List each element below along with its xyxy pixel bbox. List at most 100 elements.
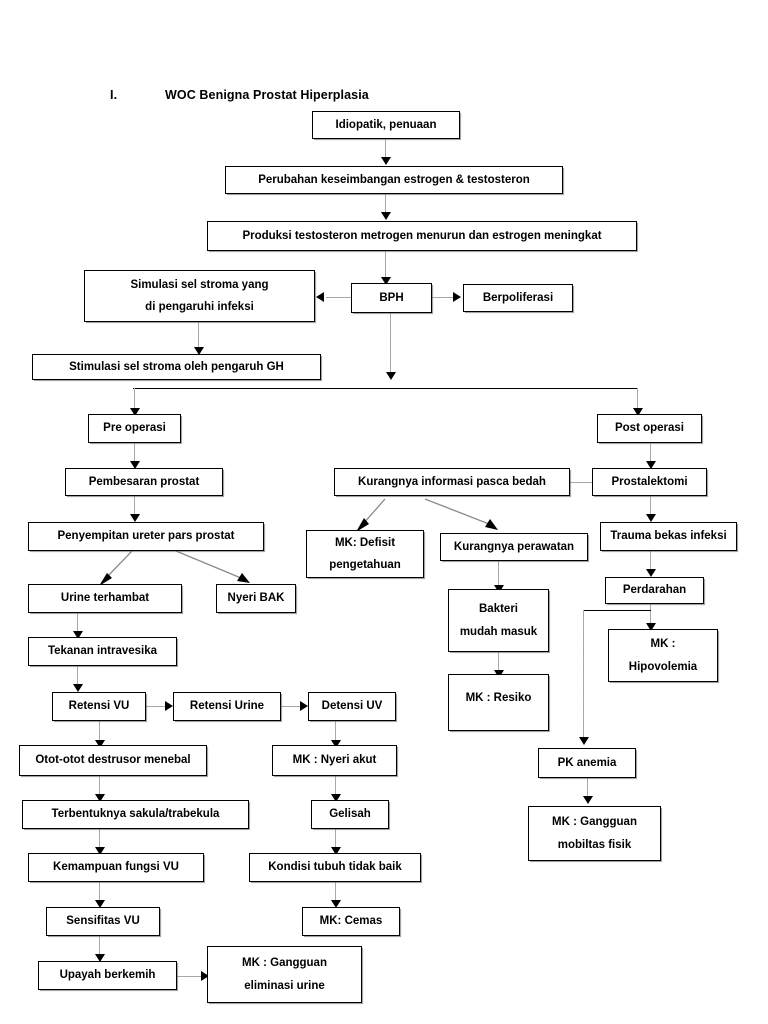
- node-kemampuan-fungsi-vu[interactable]: Kemampuan fungsi VU: [28, 853, 204, 882]
- arrowhead-mk-mobilitas: [583, 796, 593, 804]
- node-pembesaran-prostat[interactable]: Pembesaran prostat: [65, 468, 223, 496]
- node-upayah-berkemih[interactable]: Upayah berkemih: [38, 961, 177, 990]
- connector-kemampuan-sensifitas: [99, 882, 100, 904]
- node-simulasi-stroma[interactable]: Simulasi sel stroma yang di pengaruhi in…: [84, 270, 315, 322]
- arrowhead-perubahan: [381, 157, 391, 165]
- node-label-line2: pengetahuan: [329, 559, 401, 571]
- connector-bus-horizontal: [133, 388, 638, 390]
- node-pk-anemia[interactable]: PK anemia: [538, 748, 636, 778]
- node-mk-cemas[interactable]: MK: Cemas: [302, 907, 400, 936]
- node-retensi-urine[interactable]: Retensi Urine: [173, 692, 281, 721]
- connector-bph-simulasi: [326, 297, 352, 299]
- arrowhead-trauma: [646, 514, 656, 522]
- connector-kondisi-mkcemas: [335, 882, 336, 904]
- node-berpoliferasi[interactable]: Berpoliferasi: [463, 284, 573, 312]
- page-title-text: WOC Benigna Prostat Hiperplasia: [165, 88, 369, 102]
- node-label: Otot-otot destrusor menebal: [35, 754, 191, 767]
- node-stimulasi-gh[interactable]: Stimulasi sel stroma oleh pengaruh GH: [32, 354, 321, 380]
- arrowhead-mk-hipovolemia: [646, 623, 656, 631]
- arrowhead-retensi-urine: [165, 701, 173, 711]
- connector-trauma-perdarahan: [650, 551, 651, 573]
- node-bph[interactable]: BPH: [351, 283, 432, 313]
- node-label: Bakteri: [479, 603, 518, 616]
- node-label: Urine terhambat: [60, 592, 150, 605]
- node-label: Terbentuknya sakula/trabekula: [51, 808, 220, 821]
- node-sensifitas-vu[interactable]: Sensifitas VU: [46, 907, 160, 936]
- connector-pembesaran-penyempitan: [134, 496, 135, 518]
- node-detensi-uv[interactable]: Detensi UV: [308, 692, 396, 721]
- node-trauma-bekas-infeksi[interactable]: Trauma bekas infeksi: [600, 522, 737, 551]
- node-mk-hipovolemia[interactable]: MK : Hipovolemia: [608, 629, 718, 682]
- node-label: Sensifitas VU: [66, 915, 140, 928]
- node-mk-gangguan-mobilitas[interactable]: MK : Gangguan mobiltas fisik: [528, 806, 661, 861]
- connector-sensifitas-upayah: [99, 936, 100, 958]
- connector-pkanemia-mobilitas: [587, 778, 588, 800]
- node-kurangnya-informasi[interactable]: Kurangnya informasi pasca bedah: [334, 468, 570, 496]
- node-penyempitan-ureter[interactable]: Penyempitan ureter pars prostat: [28, 522, 264, 551]
- node-produksi[interactable]: Produksi testosteron metrogen menurun da…: [207, 221, 637, 251]
- node-tekanan-intravesika[interactable]: Tekanan intravesika: [28, 637, 177, 666]
- arrowhead-otot: [95, 740, 105, 748]
- node-kurangnya-perawatan[interactable]: Kurangnya perawatan: [440, 533, 588, 561]
- node-pre-operasi[interactable]: Pre operasi: [88, 414, 181, 443]
- node-terbentuknya-sakula[interactable]: Terbentuknya sakula/trabekula: [22, 800, 249, 829]
- node-label-line2: mobiltas fisik: [557, 838, 632, 851]
- node-label: Kondisi tubuh tidak baik: [268, 861, 402, 874]
- connector-perawatan-bakteri: [498, 561, 499, 589]
- node-label: Nyeri BAK: [227, 592, 285, 605]
- connector-bph-bus: [390, 313, 391, 375]
- connector-bus-pkanemia: [583, 610, 584, 740]
- connector-simulasi-stimulasi: [198, 322, 199, 352]
- node-perubahan[interactable]: Perubahan keseimbangan estrogen & testos…: [225, 166, 563, 194]
- node-bakteri-mudah-masuk[interactable]: Bakteri mudah masuk: [448, 589, 549, 652]
- connector-prostalektomi-trauma: [650, 496, 651, 518]
- connector-upayah-mkeliminasi: [177, 976, 203, 978]
- page-title: I. WOC Benigna Prostat Hiperplasia: [110, 88, 369, 102]
- connector-perdarahan-bus: [583, 610, 651, 612]
- node-idiopatik[interactable]: Idiopatik, penuaan: [312, 111, 460, 139]
- connector-bus-to-pre: [134, 388, 135, 414]
- node-label: Stimulasi sel stroma oleh pengaruh GH: [69, 360, 284, 373]
- connector-bph-berpoliferasi: [432, 297, 456, 299]
- arrowhead-upayah: [95, 954, 105, 962]
- node-mk-nyeri-akut[interactable]: MK : Nyeri akut: [272, 745, 397, 776]
- node-prostalektomi[interactable]: Prostalektomi: [592, 468, 707, 496]
- connector-post-prostalektomi: [650, 443, 651, 465]
- node-retensi-vu[interactable]: Retensi VU: [52, 692, 146, 721]
- node-label: Perdarahan: [622, 584, 687, 597]
- arrowhead-tekanan: [73, 631, 83, 639]
- node-mk-gangguan-eliminasi[interactable]: MK : Gangguan eliminasi urine: [207, 946, 362, 1003]
- arrowhead-bph: [381, 277, 391, 285]
- arrowhead-mk-eliminasi: [201, 971, 209, 981]
- node-gelisah[interactable]: Gelisah: [311, 800, 389, 829]
- node-post-operasi[interactable]: Post operasi: [597, 414, 702, 443]
- node-label: Idiopatik, penuaan: [335, 118, 437, 131]
- node-label: Retensi Urine: [189, 700, 265, 713]
- node-label: MK : Gangguan: [552, 816, 637, 829]
- arrowhead-prostalektomi: [646, 461, 656, 469]
- node-mk-resiko[interactable]: MK : Resiko: [448, 674, 549, 731]
- arrowhead-stimulasi-gh: [194, 347, 204, 355]
- node-urine-terhambat[interactable]: Urine terhambat: [28, 584, 182, 613]
- node-kondisi-tubuh[interactable]: Kondisi tubuh tidak baik: [249, 853, 421, 882]
- node-label: Kurangnya perawatan: [453, 540, 575, 553]
- connector-nyeriakut-gelisah: [335, 776, 336, 798]
- node-label: Upayah berkemih: [59, 969, 156, 982]
- node-nyeri-bak[interactable]: Nyeri BAK: [216, 584, 296, 613]
- arrowhead-gelisah: [331, 794, 341, 802]
- node-label-line2: di pengaruhi infeksi: [145, 301, 254, 313]
- arrowhead-kondisi: [331, 847, 341, 855]
- page-title-number: I.: [110, 88, 118, 102]
- node-label: MK : Resiko: [465, 692, 532, 704]
- node-otot-destrusor[interactable]: Otot-otot destrusor menebal: [19, 745, 207, 776]
- node-label: MK: Cemas: [319, 915, 383, 928]
- node-label-line2: Hipovolemia: [628, 660, 698, 673]
- arrowhead-terbentuknya: [95, 794, 105, 802]
- node-label: Kurangnya informasi pasca bedah: [358, 475, 546, 488]
- node-mk-defisit-pengetahuan[interactable]: MK: Defisit pengetahuan: [306, 530, 424, 578]
- arrowhead-post-operasi: [633, 408, 643, 416]
- connector-retensivu-otot: [99, 721, 100, 745]
- node-perdarahan[interactable]: Perdarahan: [605, 577, 704, 604]
- arrowhead-berpoliferasi: [453, 292, 461, 302]
